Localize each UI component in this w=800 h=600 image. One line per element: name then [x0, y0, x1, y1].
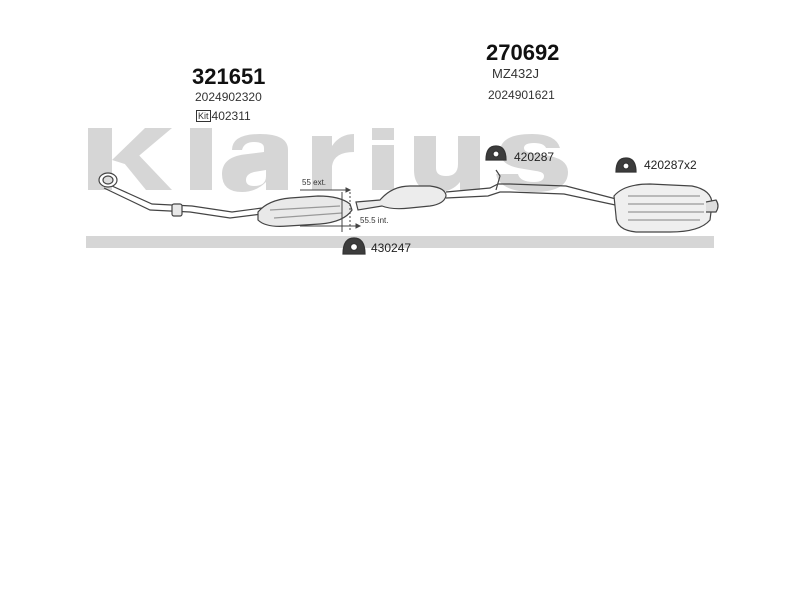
middle-pipe: [355, 169, 621, 211]
front-kit-code: 402311: [211, 109, 251, 123]
rear-oe-code: 2024901621: [488, 88, 555, 102]
hanger-430247-label: 430247: [371, 241, 412, 255]
front-catalytic-converter: [257, 195, 353, 227]
hanger-420287-label: 420287: [514, 150, 555, 164]
hanger-420287x2-icon: [615, 157, 637, 173]
front-pipe: [98, 172, 263, 219]
rear-model-code: MZ432J: [492, 66, 539, 81]
front-oe-code: 2024902320: [195, 90, 262, 104]
dimension-int-label: 55.5 int.: [360, 216, 389, 225]
rear-part-number: 270692: [486, 40, 560, 65]
kit-badge: Kit: [196, 110, 211, 122]
hanger-420287-icon: [485, 145, 507, 161]
front-part-number: 321651: [192, 64, 266, 89]
rear-silencer: [613, 183, 719, 233]
cut-marks: [300, 187, 362, 232]
hanger-420287x2-label: 420287x2: [644, 158, 697, 172]
dimension-ext-label: 55 ext.: [302, 178, 327, 187]
hanger-430247-icon: [342, 237, 366, 255]
